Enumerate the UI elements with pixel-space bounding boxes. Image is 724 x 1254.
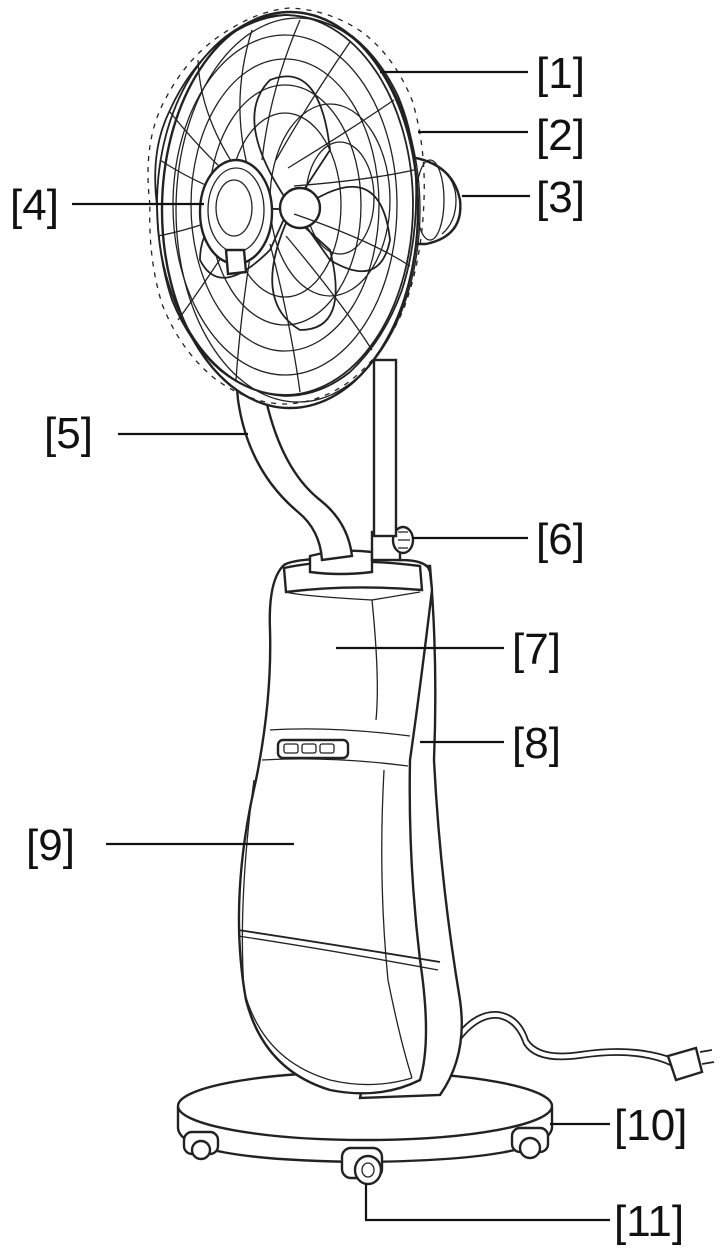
control-buttons: [276, 738, 350, 760]
label-9: [9]: [26, 821, 75, 870]
label-5: [5]: [44, 409, 93, 458]
center-nozzle: [198, 158, 274, 276]
castor-front: [340, 1146, 384, 1186]
label-4: [4]: [10, 181, 59, 230]
castor-right: [510, 1126, 550, 1160]
leader-lines: [72, 70, 610, 1222]
leader-11: [364, 1184, 610, 1222]
label-1: [1]: [536, 49, 585, 98]
castor-wheels: [182, 1126, 550, 1186]
castor-left: [182, 1130, 220, 1161]
label-2: [2]: [536, 111, 585, 160]
label-7: [7]: [512, 625, 561, 674]
body: [237, 557, 441, 1095]
plug-icon: [666, 1046, 715, 1082]
label-8: [8]: [512, 719, 561, 768]
power-cord: [447, 1011, 715, 1082]
label-6: [6]: [536, 515, 585, 564]
label-10: [10]: [614, 1101, 687, 1150]
neck: [308, 525, 415, 576]
height-adjust-knob: [391, 525, 415, 555]
label-3: [3]: [536, 173, 585, 222]
pole: [372, 358, 398, 538]
labels: [1] [2] [3] [4] [5] [6] [7] [8] [9] [10]…: [10, 49, 687, 1246]
label-11: [11]: [614, 1197, 684, 1246]
